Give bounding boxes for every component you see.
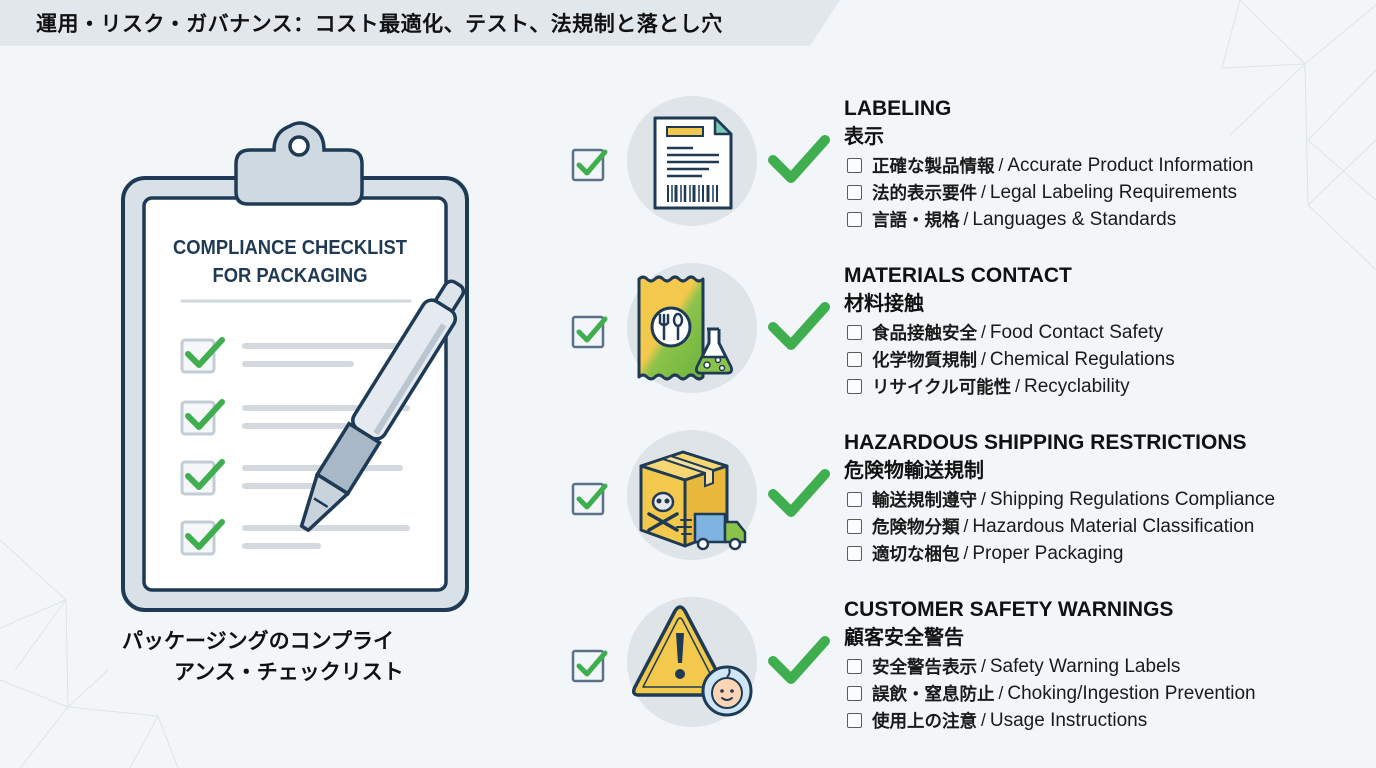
checkbox[interactable]	[847, 158, 862, 173]
checklist-item[interactable]: リサイクル可能性 / Recyclability	[844, 373, 1314, 400]
checklist-item[interactable]: 誤飲・窒息防止 / Choking/Ingestion Prevention	[844, 680, 1314, 707]
large-check-icon	[768, 469, 830, 517]
clipboard-heading: COMPLIANCE CHECKLIST FOR PACKAGING	[172, 237, 408, 287]
checkbox[interactable]	[847, 713, 862, 728]
large-check-icon	[768, 636, 830, 684]
checkbox[interactable]	[847, 519, 862, 534]
section-labeling: LABELING 表示 正確な製品情報 / Accurate Product I…	[560, 96, 1340, 246]
section-materials-contact: MATERIALS CONTACT 材料接触 食品接触安全 / Food Con…	[560, 263, 1340, 413]
page-title: 運用・リスク・ガバナンス：コスト最適化、テスト、法規制と落とし穴	[36, 12, 723, 36]
checklist-item[interactable]: 食品接触安全 / Food Contact Safety	[844, 319, 1314, 346]
checkbox[interactable]	[847, 659, 862, 674]
section-text: CUSTOMER SAFETY WARNINGS 顧客安全警告 安全警告表示 /…	[844, 597, 1314, 734]
hazard-box-truck-icon	[639, 450, 747, 551]
checkbox[interactable]	[847, 325, 862, 340]
checkbox[interactable]	[847, 492, 862, 507]
checklist-item[interactable]: 輸送規制遵守 / Shipping Regulations Compliance	[844, 486, 1314, 513]
checklist-item[interactable]: 化学物質規制 / Chemical Regulations	[844, 346, 1314, 373]
large-check-icon	[768, 135, 830, 183]
checked-box-icon	[571, 482, 608, 516]
checked-box-icon	[571, 148, 608, 182]
section-text: HAZARDOUS SHIPPING RESTRICTIONS 危険物輸送規制 …	[844, 430, 1314, 567]
checkbox[interactable]	[847, 212, 862, 227]
checkbox[interactable]	[847, 546, 862, 561]
checklist-item[interactable]: 言語・規格 / Languages & Standards	[844, 206, 1314, 233]
checklist-item[interactable]: 使用上の注意 / Usage Instructions	[844, 707, 1314, 734]
section-hazardous-shipping: HAZARDOUS SHIPPING RESTRICTIONS 危険物輸送規制 …	[560, 430, 1340, 580]
checkbox[interactable]	[847, 185, 862, 200]
large-check-icon	[768, 302, 830, 350]
pen-icon	[299, 279, 466, 533]
section-customer-safety: CUSTOMER SAFETY WARNINGS 顧客安全警告 安全警告表示 /…	[560, 597, 1340, 747]
warning-triangle-baby-icon	[631, 605, 753, 717]
checkbox[interactable]	[847, 379, 862, 394]
checklist-item[interactable]: 適切な梱包 / Proper Packaging	[844, 540, 1314, 567]
checked-box-icon	[571, 315, 608, 349]
checklist-item[interactable]: 法的表示要件 / Legal Labeling Requirements	[844, 179, 1314, 206]
section-text: MATERIALS CONTACT 材料接触 食品接触安全 / Food Con…	[844, 263, 1314, 400]
food-package-flask-icon	[637, 275, 733, 381]
title-banner	[0, 0, 840, 46]
checklist-item[interactable]: 危険物分類 / Hazardous Material Classificatio…	[844, 513, 1314, 540]
label-document-barcode-icon	[653, 116, 733, 210]
section-text: LABELING 表示 正確な製品情報 / Accurate Product I…	[844, 96, 1314, 233]
checklist-item[interactable]: 安全警告表示 / Safety Warning Labels	[844, 653, 1314, 680]
clipboard-caption: パッケージングのコンプライ アンス・チェックリスト	[122, 629, 404, 684]
checklist-item[interactable]: 正確な製品情報 / Accurate Product Information	[844, 152, 1314, 179]
clipboard-illustration	[121, 121, 469, 612]
checkbox[interactable]	[847, 352, 862, 367]
checked-box-icon	[571, 649, 608, 683]
checkbox[interactable]	[847, 686, 862, 701]
